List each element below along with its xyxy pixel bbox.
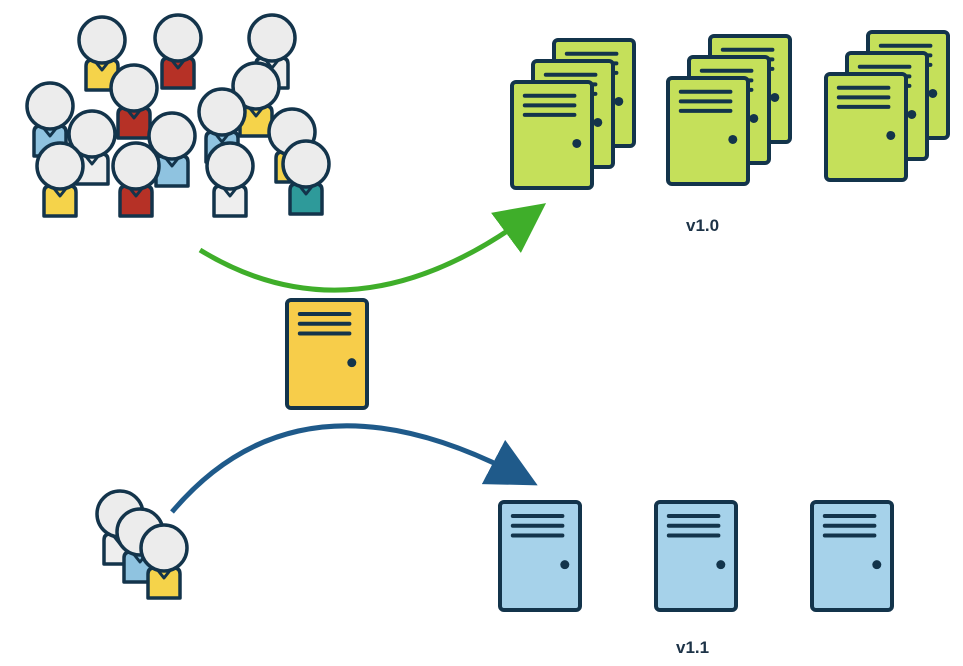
person-icon bbox=[77, 15, 127, 92]
server-icon bbox=[510, 80, 594, 190]
person-icon bbox=[67, 109, 117, 186]
v1-0-label: v1.0 bbox=[686, 216, 720, 235]
v1-0-server-cluster bbox=[510, 30, 950, 190]
person-icon bbox=[147, 111, 197, 188]
person-icon bbox=[111, 141, 161, 218]
load-balancer-icon bbox=[285, 298, 369, 410]
server-icon bbox=[810, 500, 894, 612]
traffic-arrow-to-v1-1-icon bbox=[170, 423, 538, 514]
person-icon bbox=[153, 13, 203, 90]
server-icon bbox=[498, 500, 582, 612]
v1-1-label: v1.1 bbox=[676, 638, 710, 657]
server-icon bbox=[824, 72, 908, 182]
person-icon bbox=[247, 13, 297, 90]
large-user-crowd bbox=[25, 13, 331, 218]
person-icon bbox=[281, 139, 331, 216]
traffic-arrow-to-v1-0-icon bbox=[198, 203, 547, 293]
server-icon bbox=[666, 76, 750, 186]
small-user-group bbox=[95, 489, 189, 600]
person-icon bbox=[35, 141, 85, 218]
person-icon bbox=[109, 63, 159, 140]
server-icon bbox=[654, 500, 738, 612]
person-icon bbox=[231, 61, 281, 138]
person-icon bbox=[139, 523, 189, 600]
person-icon bbox=[205, 141, 255, 218]
v1-1-server-cluster bbox=[498, 500, 894, 612]
load-balancer-icon bbox=[285, 298, 369, 410]
